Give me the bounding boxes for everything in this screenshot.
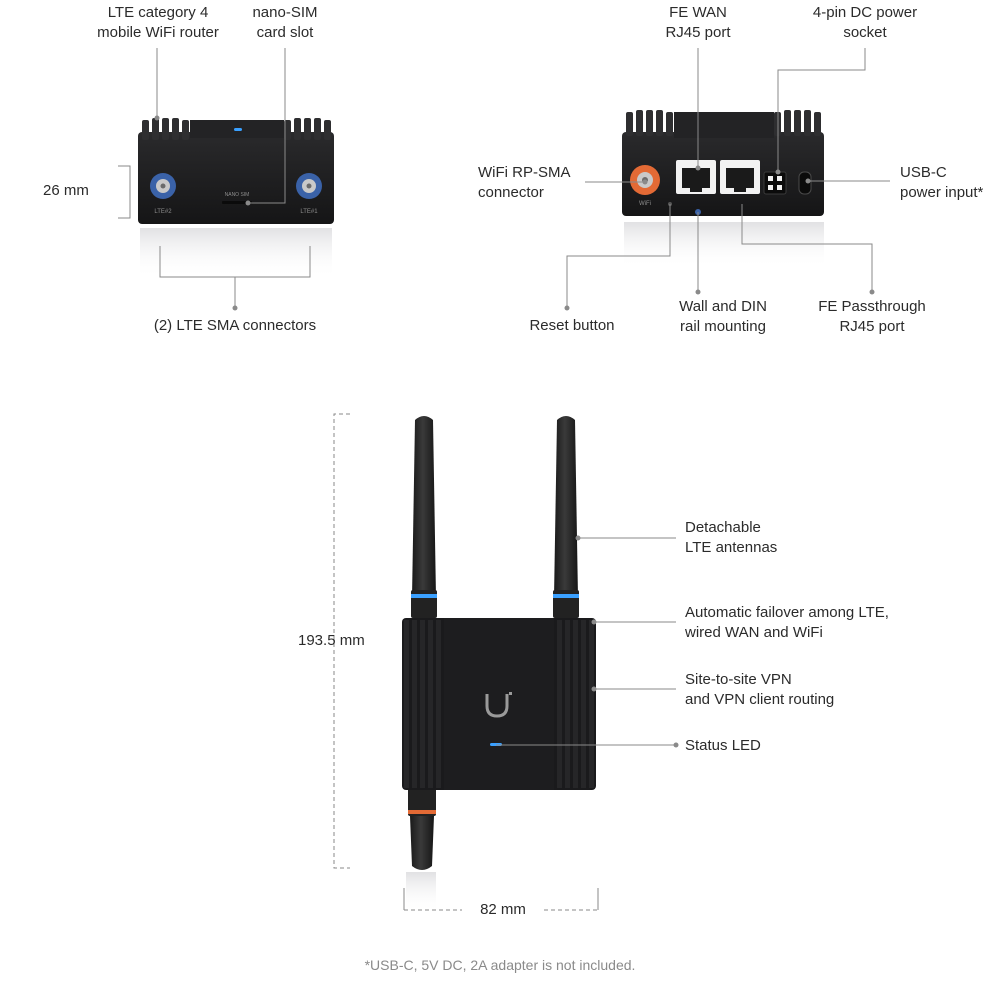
device-rear-view: WiFi xyxy=(622,110,824,268)
sma-connector-left xyxy=(150,173,176,199)
callout-usbc: USB-C power input* xyxy=(900,164,984,201)
callout-fe-wan: FE WAN RJ45 port xyxy=(665,4,731,41)
callout-dc-power: 4-pin DC power socket xyxy=(812,4,918,41)
dc-power-socket xyxy=(763,171,787,195)
antenna-bottom-wifi xyxy=(408,788,436,870)
callout-fe-passthrough: FE Passthrough RJ45 port xyxy=(818,298,926,335)
dimension-height-total: 193.5 mm xyxy=(298,632,365,649)
status-led-top xyxy=(234,128,242,131)
callout-status-led: Status LED xyxy=(685,737,761,754)
callout-failover: Automatic failover among LTE, wired WAN … xyxy=(685,604,889,641)
device-reflection xyxy=(624,222,824,268)
rj45-wan-port xyxy=(676,160,716,194)
antenna-top-left xyxy=(411,416,437,618)
heatsink-fins xyxy=(404,620,594,788)
wifi-marking: WiFi xyxy=(639,201,651,207)
device-reflection xyxy=(140,228,332,278)
heatsink-fins-right xyxy=(284,118,331,140)
leaders-rear-view xyxy=(564,48,890,311)
callout-antennas: Detachable LTE antennas xyxy=(685,519,778,556)
antenna-top-right xyxy=(553,416,579,618)
dimension-height-side: 26 mm xyxy=(43,182,89,199)
usbc-port xyxy=(798,171,812,195)
callout-wall-din: Wall and DIN rail mounting xyxy=(679,298,767,335)
heatsink-fins-left xyxy=(142,118,189,140)
rj45-passthrough-port xyxy=(720,160,760,194)
leaders-side-view xyxy=(118,48,311,311)
callout-vpn: Site-to-site VPN and VPN client routing xyxy=(685,671,835,708)
sim-slot xyxy=(222,201,252,204)
ubiquiti-logo xyxy=(485,694,509,718)
callout-lte-router: LTE category 4 mobile WiFi router xyxy=(97,4,219,41)
heatsink-fins xyxy=(626,110,821,136)
callout-sim-slot: nano-SIM card slot xyxy=(252,4,318,41)
footnote: *USB-C, 5V DC, 2A adapter is not include… xyxy=(364,957,636,973)
dimension-width-total: 82 mm xyxy=(480,901,526,918)
antenna-reflection xyxy=(406,872,436,912)
device-front-view xyxy=(402,416,596,912)
callout-sma-connectors: (2) LTE SMA connectors xyxy=(153,317,317,334)
leaders-front-view xyxy=(333,413,679,911)
callout-reset: Reset button xyxy=(529,317,615,334)
port-label-lte2: LTE#2 xyxy=(154,209,172,215)
sim-marking: NANO SIM xyxy=(225,192,250,198)
device-side-view: LTE#2 LTE#1 NANO SIM xyxy=(138,118,334,278)
sma-connector-right xyxy=(296,173,322,199)
callout-wifi-connector: WiFi RP-SMA connector xyxy=(478,164,571,201)
port-label-lte1: LTE#1 xyxy=(300,209,318,215)
